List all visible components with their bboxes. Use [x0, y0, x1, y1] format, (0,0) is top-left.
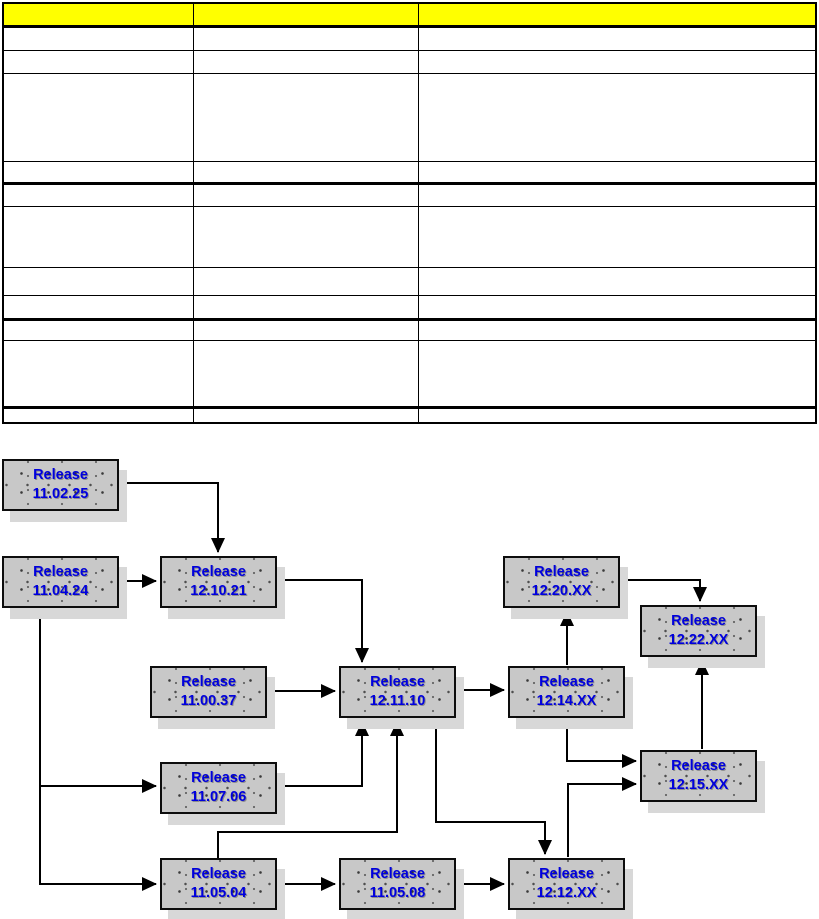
release-node-12-20-xx: Release 12.20.XX	[503, 556, 620, 608]
release-node-11-07-06: Release 11.07.06	[160, 762, 277, 814]
table-cell	[2, 295, 194, 321]
table-row	[2, 267, 817, 296]
table-cell	[417, 340, 817, 409]
node-label-line1: Release	[191, 564, 246, 580]
node-label-line1: Release	[33, 467, 88, 483]
node-label-line2: 11.07.06	[190, 789, 247, 805]
table-header-row	[2, 2, 817, 28]
node-label-line1: Release	[191, 770, 246, 786]
node-label-line2: 12.22.XX	[668, 632, 729, 648]
arrow-11-04-24-to-11-07-06	[39, 608, 157, 793]
arrow-12-14-XX-to-12-15-XX	[566, 719, 637, 768]
table-row	[2, 73, 817, 162]
table-row	[2, 161, 817, 185]
node-label-line2: 12.14.XX	[536, 693, 597, 709]
table-cell	[192, 161, 419, 185]
table-cell	[192, 340, 419, 409]
node-label-line1: Release	[370, 674, 425, 690]
table-cell	[417, 407, 817, 424]
release-node-11-04-24: Release 11.04.24	[2, 556, 119, 608]
table-cell	[192, 50, 419, 74]
node-label-line2: 12.10.21	[190, 583, 247, 599]
release-node-12-15-xx: Release 12.15.XX	[640, 750, 757, 802]
arrow-12-11-10-to-12-12-XX	[435, 719, 552, 855]
table-cell	[417, 161, 817, 185]
node-label-line1: Release	[181, 674, 236, 690]
node-label-line2: 11.04.24	[32, 583, 89, 599]
table-cell	[2, 161, 194, 185]
node-label-line2: 11.05.04	[190, 885, 247, 901]
arrow-12-12-XX-to-12-15-XX	[567, 777, 637, 857]
release-node-11-00-37: Release 11.00.37	[150, 666, 267, 718]
table-cell	[2, 73, 194, 162]
table-cell	[417, 50, 817, 74]
node-label-line1: Release	[534, 564, 589, 580]
arrow-11-04-24-to-11-05-04	[39, 786, 157, 891]
table-cell	[417, 73, 817, 162]
header-cell	[2, 2, 194, 28]
table-cell	[192, 295, 419, 321]
release-node-12-12-xx: Release 12.12.XX	[508, 858, 625, 910]
header-cell	[192, 2, 419, 28]
table-cell	[417, 206, 817, 268]
node-label-line1: Release	[539, 674, 594, 690]
node-label-line2: 12.15.XX	[668, 777, 729, 793]
release-node-12-14-xx: Release 12.14.XX	[508, 666, 625, 718]
release-node-11-05-04: Release 11.05.04	[160, 858, 277, 910]
arrow-11-02-25-to-12-10-21	[119, 482, 225, 553]
node-label-line2: 11.05.08	[369, 885, 426, 901]
node-label-line1: Release	[370, 866, 425, 882]
arrow-11-07-06-to-12-11-10	[278, 721, 369, 787]
node-label-line2: 11.00.37	[180, 693, 237, 709]
table-row	[2, 295, 817, 321]
arrow-12-10-21-to-12-11-10	[278, 579, 369, 663]
table-row	[2, 183, 817, 207]
node-label-line2: 12.20.XX	[531, 583, 592, 599]
table-row	[2, 319, 817, 341]
table-cell	[2, 206, 194, 268]
table-cell	[417, 183, 817, 207]
release-node-11-05-08: Release 11.05.08	[339, 858, 456, 910]
table-cell	[2, 340, 194, 409]
table-cell	[192, 206, 419, 268]
node-label-line1: Release	[539, 866, 594, 882]
header-cell	[417, 2, 817, 28]
arrow-12-20-XX-to-12-22-XX	[621, 579, 707, 602]
table-cell	[417, 295, 817, 321]
release-node-11-02-25: Release 11.02.25	[2, 459, 119, 511]
release-node-12-11-10: Release 12.11.10	[339, 666, 456, 718]
node-label-line1: Release	[671, 758, 726, 774]
table-row	[2, 206, 817, 268]
table-cell	[417, 267, 817, 296]
table-cell	[2, 407, 194, 424]
node-label-line1: Release	[671, 613, 726, 629]
node-label-line2: 11.02.25	[32, 486, 89, 502]
release-node-12-22-xx: Release 12.22.XX	[640, 605, 757, 657]
table-row	[2, 50, 817, 74]
table-cell	[192, 267, 419, 296]
release-node-12-10-21: Release 12.10.21	[160, 556, 277, 608]
top-table-container	[2, 2, 817, 424]
table-row	[2, 407, 817, 424]
table-row	[2, 340, 817, 409]
table-cell	[192, 183, 419, 207]
summary-table	[2, 2, 817, 424]
node-label-line1: Release	[33, 564, 88, 580]
node-label-line2: 12.12.XX	[536, 885, 597, 901]
summary-table-body	[2, 2, 817, 424]
node-label-line1: Release	[191, 866, 246, 882]
node-label-line2: 12.11.10	[369, 693, 426, 709]
